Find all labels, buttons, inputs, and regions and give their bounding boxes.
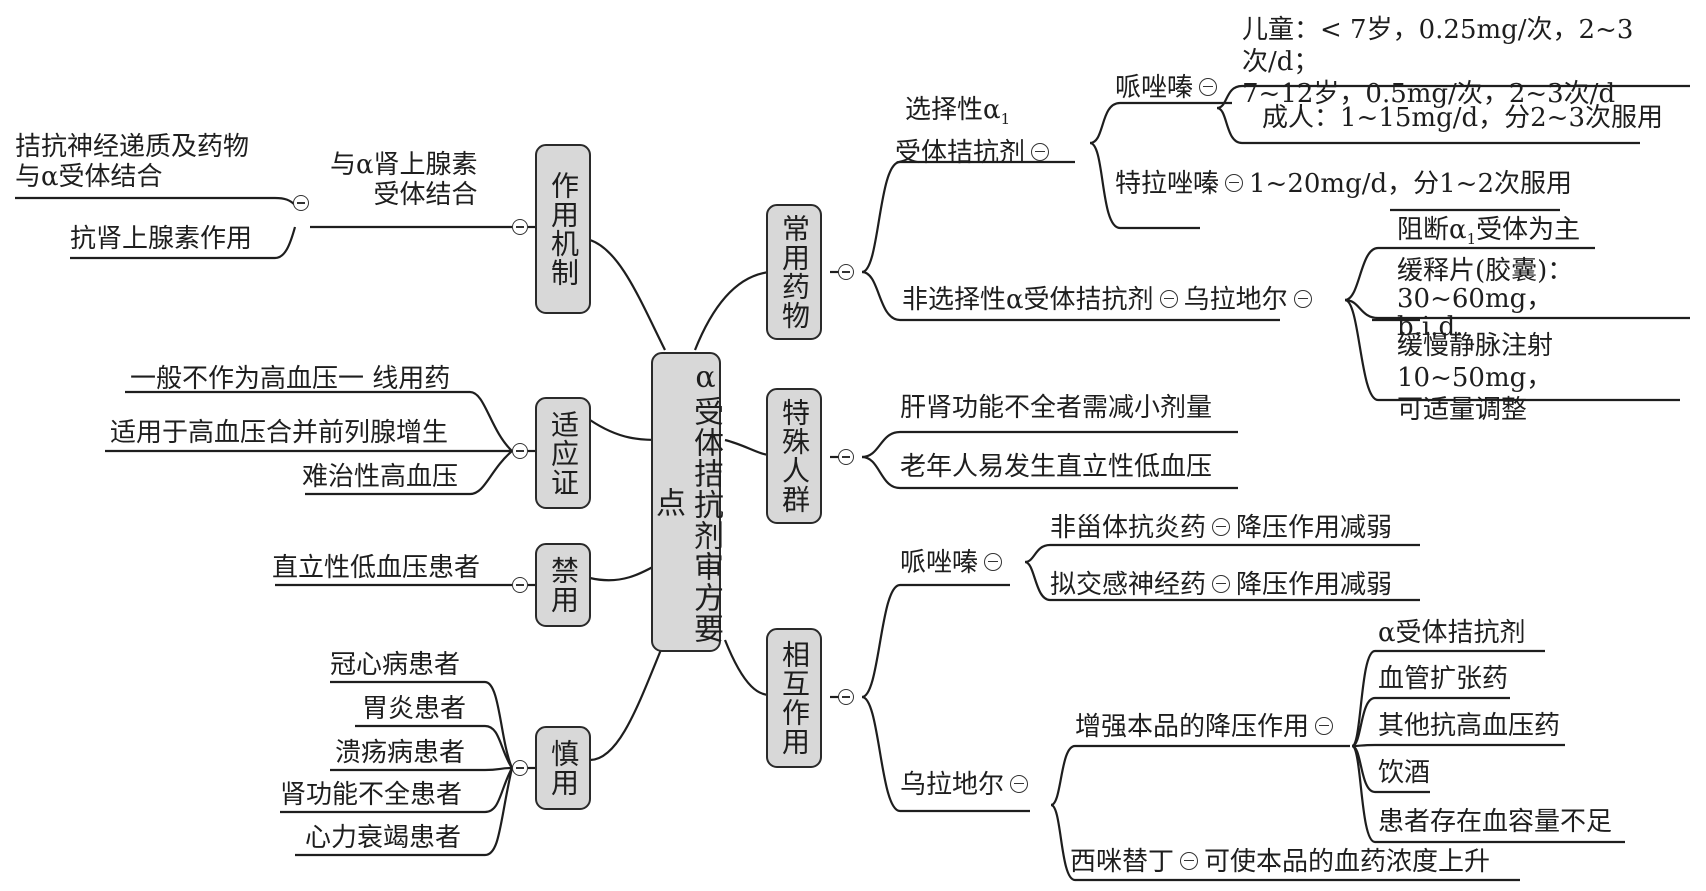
interaction-drug: 拟交感神经药 bbox=[1050, 570, 1207, 600]
collapse-icon[interactable] bbox=[1031, 143, 1050, 162]
collapse-icon[interactable] bbox=[984, 553, 1003, 571]
interaction-prazosin-item: 非甾体抗炎药降压作用减弱 bbox=[1050, 513, 1392, 543]
branch-interaction: 相互作用 bbox=[766, 628, 822, 768]
enhance-item: 饮酒 bbox=[1378, 758, 1431, 788]
collapse-icon[interactable] bbox=[1225, 174, 1244, 192]
interaction-urapidil-label: 乌拉地尔 bbox=[900, 770, 1034, 800]
special-item: 肝肾功能不全者需减小剂量 bbox=[900, 393, 1213, 423]
urapidil-text: 乌拉地尔 bbox=[1183, 285, 1288, 315]
subscript: 1 bbox=[1000, 110, 1011, 129]
contraindication-item: 直立性低血压患者 bbox=[272, 553, 481, 583]
prazosin-adult-dose: 成人：1~15mg/d，分2~3次服用 bbox=[1262, 103, 1663, 133]
collapse-icon[interactable] bbox=[293, 195, 309, 211]
interaction-urapidil-text: 乌拉地尔 bbox=[900, 770, 1005, 800]
terazosin-label: 特拉唑嗪 1~20mg/d，分1~2次服用 bbox=[1115, 169, 1572, 199]
collapse-icon[interactable] bbox=[1159, 290, 1178, 308]
selective-alpha1-label: 选择性α1 受体拮抗剂 bbox=[895, 93, 1055, 170]
collapse-icon[interactable] bbox=[512, 760, 528, 776]
terazosin-text: 特拉唑嗪 bbox=[1115, 169, 1220, 199]
terazosin-dose: 1~20mg/d，分1~2次服用 bbox=[1249, 169, 1572, 199]
special-item: 老年人易发生直立性低血压 bbox=[900, 452, 1213, 482]
enhance-item: α受体拮抗剂 bbox=[1378, 618, 1526, 648]
nonselective-text: 非选择性α受体拮抗剂 bbox=[902, 285, 1154, 315]
urapidil-item: 缓释片(胶囊)：30~60mg， b.i.d. bbox=[1397, 256, 1574, 342]
indication-item: 适用于高血压合并前列腺增生 bbox=[110, 418, 449, 448]
cimetidine-effect: 可使本品的血药浓度上升 bbox=[1204, 847, 1491, 877]
branch-common-drugs: 常用药物 bbox=[766, 204, 822, 340]
mechanism-sub: 与α肾上腺素 受体结合 bbox=[330, 150, 478, 210]
caution-item: 溃疡病患者 bbox=[335, 738, 466, 768]
selective-label-part1: 选择性α bbox=[905, 95, 1001, 125]
collapse-icon[interactable] bbox=[1293, 290, 1312, 308]
enhance-label: 增强本品的降压作用 bbox=[1075, 712, 1339, 742]
caution-item: 胃炎患者 bbox=[362, 694, 467, 724]
caution-item: 肾功能不全患者 bbox=[280, 780, 463, 810]
collapse-icon[interactable] bbox=[1212, 575, 1231, 593]
prazosin-label: 哌唑嗪 bbox=[1115, 73, 1223, 103]
interaction-prazosin-text: 哌唑嗪 bbox=[900, 548, 979, 578]
urapidil-item-pre: 阻断α bbox=[1397, 215, 1467, 245]
urapidil-item-post: 受体为主 bbox=[1476, 215, 1581, 245]
collapse-icon[interactable] bbox=[1212, 518, 1231, 536]
enhance-text: 增强本品的降压作用 bbox=[1075, 712, 1310, 742]
collapse-icon[interactable] bbox=[512, 219, 528, 235]
cimetidine-item: 西咪替丁可使本品的血药浓度上升 bbox=[1070, 847, 1490, 877]
nonselective-label: 非选择性α受体拮抗剂乌拉地尔 bbox=[902, 285, 1318, 315]
caution-item: 心力衰竭患者 bbox=[305, 823, 462, 853]
collapse-icon[interactable] bbox=[1315, 717, 1334, 735]
cimetidine-drug: 西咪替丁 bbox=[1070, 847, 1175, 877]
interaction-prazosin-item: 拟交感神经药降压作用减弱 bbox=[1050, 570, 1392, 600]
interaction-drug: 非甾体抗炎药 bbox=[1050, 513, 1207, 543]
indication-item: 一般不作为高血压一 线用药 bbox=[130, 364, 451, 394]
urapidil-item: 阻断α1受体为主 bbox=[1397, 215, 1580, 254]
collapse-icon[interactable] bbox=[512, 577, 528, 593]
central-topic: α受体拮抗剂审方要点 bbox=[650, 352, 723, 652]
urapidil-item: 缓慢静脉注射10~50mg， 可适量调整 bbox=[1397, 331, 1554, 425]
branch-caution: 慎用 bbox=[535, 726, 591, 810]
mechanism-item: 抗肾上腺素作用 bbox=[70, 224, 253, 254]
collapse-icon[interactable] bbox=[838, 264, 854, 280]
collapse-icon[interactable] bbox=[512, 443, 528, 459]
collapse-icon[interactable] bbox=[1199, 78, 1218, 96]
interaction-effect: 降压作用减弱 bbox=[1236, 570, 1393, 600]
branch-mechanism: 作用机制 bbox=[535, 144, 591, 314]
caution-item: 冠心病患者 bbox=[330, 650, 461, 680]
subscript: 1 bbox=[1466, 230, 1477, 249]
interaction-effect: 降压作用减弱 bbox=[1236, 513, 1393, 543]
selective-label-part2: 受体拮抗剂 bbox=[895, 138, 1026, 169]
collapse-icon[interactable] bbox=[838, 689, 854, 705]
enhance-item: 其他抗高血压药 bbox=[1378, 711, 1561, 741]
enhance-item: 患者存在血容量不足 bbox=[1378, 807, 1613, 837]
indication-item: 难治性高血压 bbox=[302, 462, 459, 492]
enhance-item: 血管扩张药 bbox=[1378, 664, 1509, 694]
branch-indication: 适应证 bbox=[535, 397, 591, 509]
prazosin-child-dose: 儿童：< 7岁，0.25mg/次，2~3次/d； 7~12岁，0.5mg/次，2… bbox=[1242, 15, 1634, 109]
interaction-prazosin-label: 哌唑嗪 bbox=[900, 548, 1008, 578]
prazosin-text: 哌唑嗪 bbox=[1115, 73, 1194, 103]
collapse-icon[interactable] bbox=[1180, 852, 1199, 870]
mechanism-item: 拮抗神经递质及药物 与α受体结合 bbox=[15, 132, 250, 192]
branch-special-population: 特殊人群 bbox=[766, 388, 822, 524]
collapse-icon[interactable] bbox=[1010, 775, 1029, 793]
branch-contraindication: 禁用 bbox=[535, 543, 591, 627]
collapse-icon[interactable] bbox=[838, 449, 854, 465]
